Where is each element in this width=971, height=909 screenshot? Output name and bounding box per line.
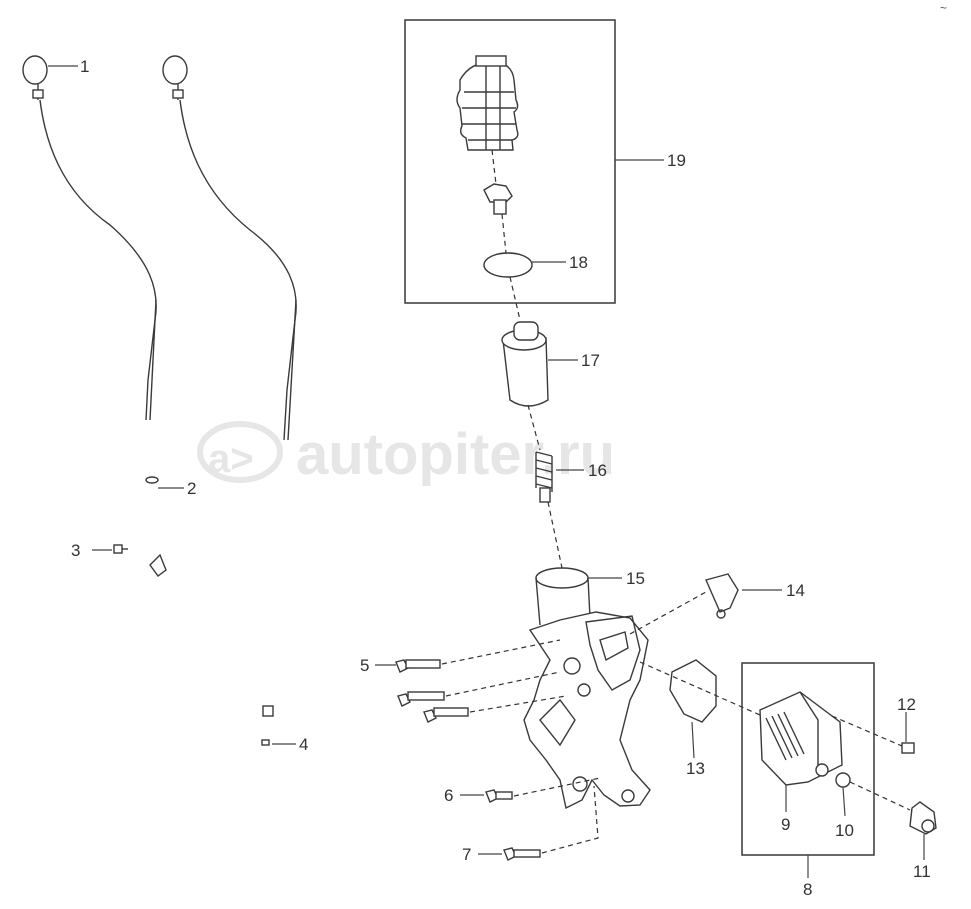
callout-8: 8 bbox=[803, 880, 812, 899]
callout-12: 12 bbox=[897, 695, 916, 714]
callout-2: 2 bbox=[187, 479, 196, 498]
bolt-12 bbox=[901, 742, 915, 754]
filter-cap-valve bbox=[483, 183, 513, 215]
dipstick-left bbox=[22, 55, 157, 421]
callout-18: 18 bbox=[569, 253, 588, 272]
cooler-nipple bbox=[815, 763, 829, 777]
filter-kit-frame bbox=[404, 19, 616, 304]
callout-19: 19 bbox=[667, 151, 686, 170]
bolt-6 bbox=[485, 789, 513, 803]
dipstick-tube bbox=[145, 476, 274, 717]
union-nut-11 bbox=[909, 801, 937, 835]
callout-4: 4 bbox=[299, 735, 308, 754]
watermark: a> autopiter.ru bbox=[197, 421, 615, 487]
callout-9: 9 bbox=[781, 815, 790, 834]
watermark-logo: a> bbox=[208, 437, 254, 481]
filter-element bbox=[501, 321, 549, 407]
leader-lines bbox=[48, 65, 925, 878]
watermark-logo-ring bbox=[197, 421, 283, 483]
corner-mark: ~ bbox=[940, 1, 947, 15]
callout-1: 1 bbox=[80, 57, 89, 76]
callout-10: 10 bbox=[835, 821, 854, 840]
bolts-5 bbox=[395, 659, 469, 723]
gasket-13 bbox=[669, 659, 717, 723]
plug-4 bbox=[261, 739, 270, 746]
gasket-14 bbox=[705, 573, 739, 619]
callout-11: 11 bbox=[913, 862, 931, 881]
filter-cap bbox=[456, 55, 519, 151]
bolt-3 bbox=[113, 544, 123, 554]
callout-7: 7 bbox=[462, 845, 471, 864]
callout-16: 16 bbox=[588, 461, 607, 480]
callout-numbers: 1 2 3 4 5 6 7 8 9 10 11 12 13 14 15 16 1… bbox=[71, 57, 931, 899]
filter-housing bbox=[523, 567, 651, 810]
callout-3: 3 bbox=[71, 541, 80, 560]
o-ring-18 bbox=[483, 252, 533, 278]
callout-14: 14 bbox=[786, 581, 805, 600]
callout-15: 15 bbox=[626, 569, 645, 588]
oil-cooler bbox=[759, 691, 843, 786]
bolt-7 bbox=[503, 847, 541, 861]
dipstick-right bbox=[162, 55, 297, 441]
spring-16 bbox=[535, 451, 553, 503]
callout-17: 17 bbox=[581, 351, 600, 370]
watermark-text: autopiter.ru bbox=[296, 422, 615, 487]
callout-13: 13 bbox=[686, 759, 705, 778]
callout-6: 6 bbox=[444, 786, 453, 805]
assembly-lines bbox=[441, 149, 911, 854]
callout-5: 5 bbox=[360, 656, 369, 675]
seal-ring-10 bbox=[835, 772, 851, 788]
